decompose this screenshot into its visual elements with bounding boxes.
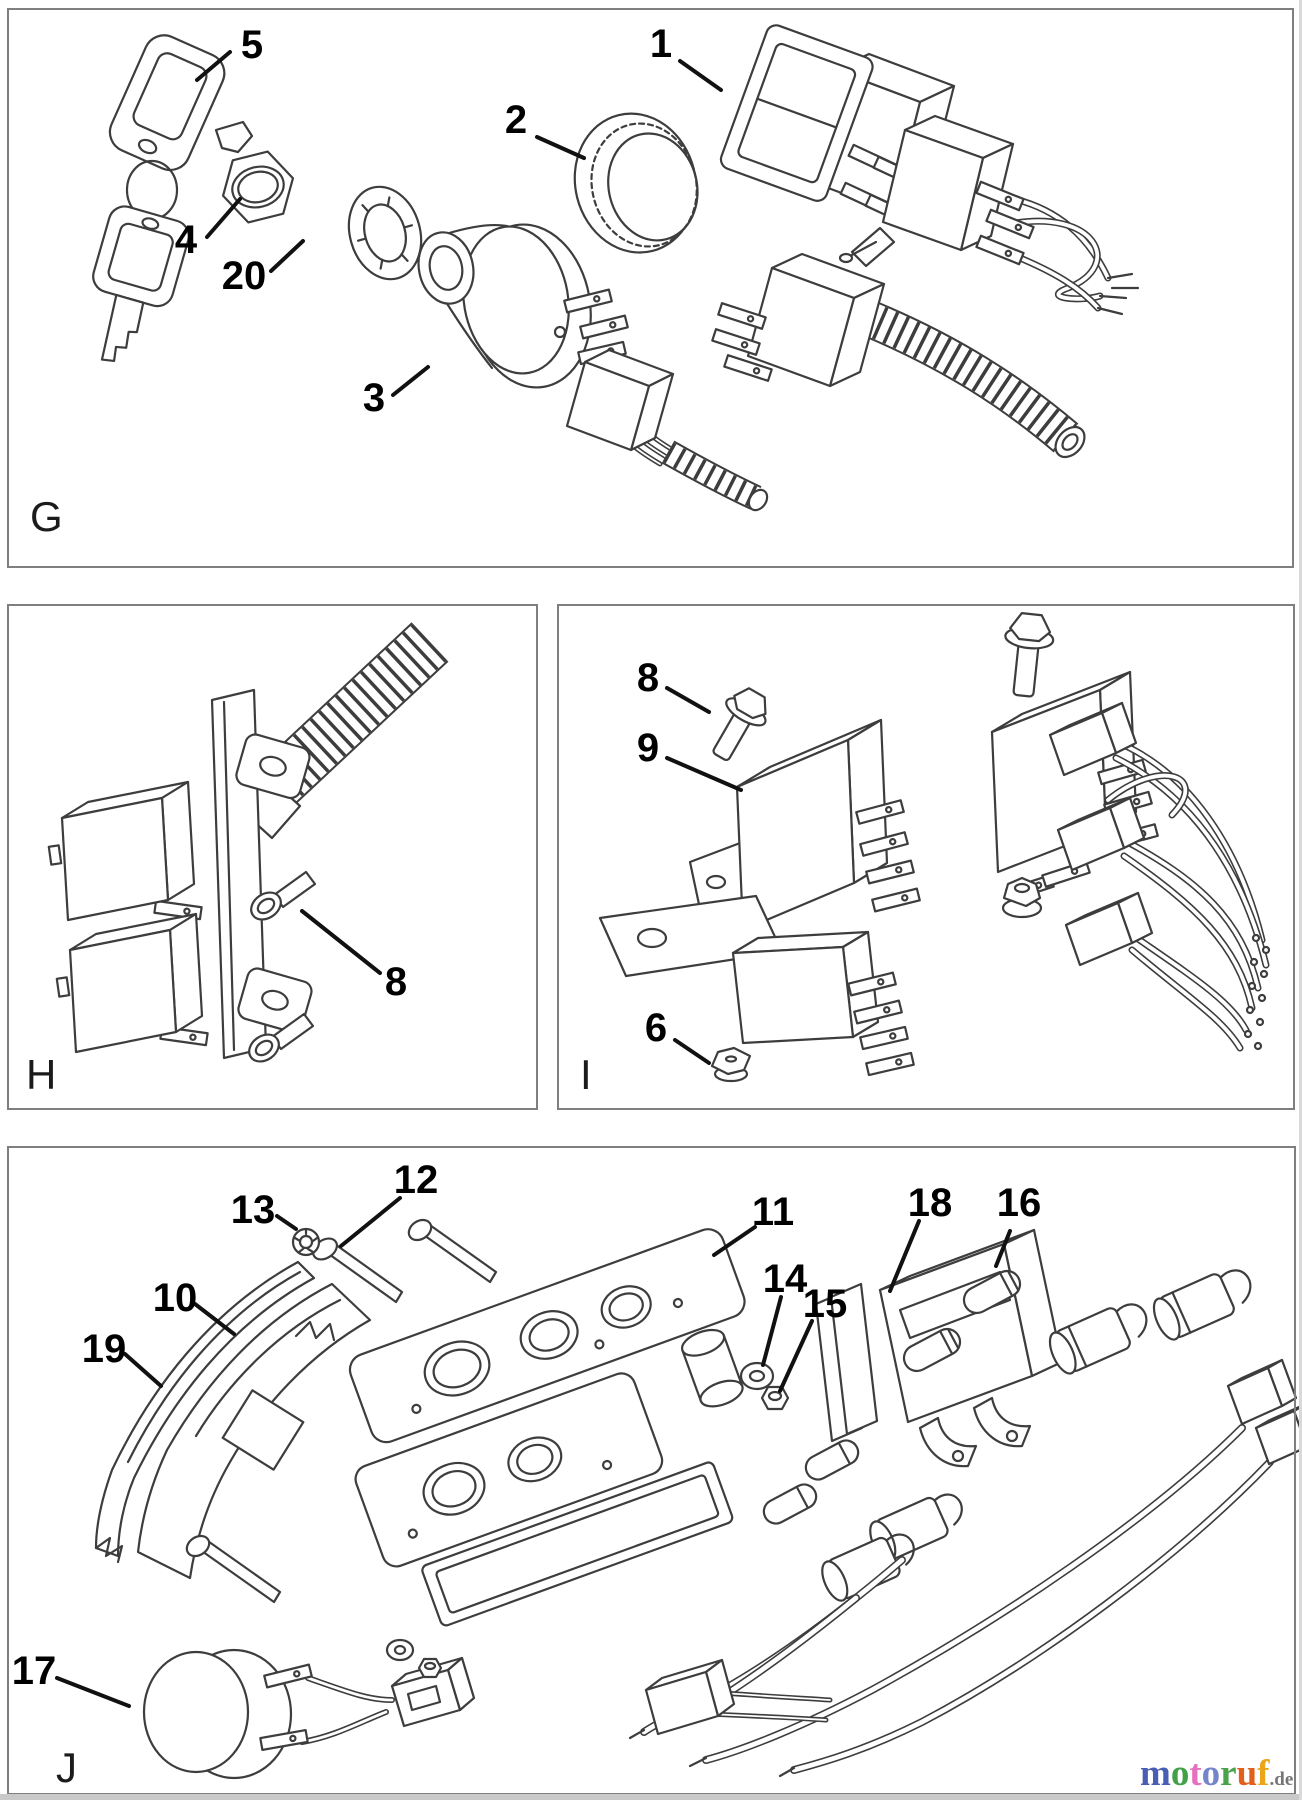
prong-connector xyxy=(644,1658,833,1736)
wire-harness xyxy=(1048,701,1271,1052)
lock-washer xyxy=(347,185,423,281)
callout-leader-i-9 xyxy=(665,756,743,792)
bottom-edge-bar xyxy=(0,1794,1302,1800)
key-set xyxy=(92,34,254,363)
panel-g-border xyxy=(7,8,1294,568)
bulb-16-b xyxy=(902,1327,962,1373)
washer-14 xyxy=(739,1361,775,1391)
callout-leader-i-8 xyxy=(665,686,711,714)
callout-leader-j-13 xyxy=(275,1214,298,1231)
callout-leader-j-10 xyxy=(193,1302,236,1336)
callout-leader-j-14 xyxy=(761,1295,783,1367)
console-housing-11 xyxy=(348,1228,746,1627)
callout-number-j-19: 19 xyxy=(82,1327,127,1371)
bulb-socket-b xyxy=(1152,1269,1252,1341)
motoruf-logo: motoruf.de xyxy=(1140,1753,1293,1794)
panel-i-art xyxy=(598,612,1271,1083)
callout-number-g-20: 20 xyxy=(222,254,267,298)
key-blade-folded xyxy=(214,120,254,154)
panel-h-art xyxy=(47,622,449,1063)
washer-nut-middle xyxy=(385,1638,443,1679)
callout-leader-g-20 xyxy=(269,239,305,273)
bolt-lower xyxy=(248,1012,315,1063)
relay-lower xyxy=(598,894,915,1077)
callout-number-i-9: 9 xyxy=(637,726,659,770)
bulb-lower-a xyxy=(804,1439,860,1481)
callout-leader-j-11 xyxy=(712,1225,757,1257)
flange-nut-middle xyxy=(1001,876,1043,919)
bulb-lower-b xyxy=(762,1483,818,1525)
callout-number-g-5: 5 xyxy=(241,23,263,67)
right-edge-bar xyxy=(1299,0,1302,1800)
flange-bolt-8 xyxy=(712,687,767,762)
callout-number-j-16: 16 xyxy=(997,1181,1042,1225)
callout-number-j-10: 10 xyxy=(153,1276,198,1320)
callout-number-j-15: 15 xyxy=(803,1282,848,1326)
relay-with-wires xyxy=(838,114,1140,316)
callout-number-i-6: 6 xyxy=(645,1006,667,1050)
callout-leader-j-12 xyxy=(339,1196,402,1248)
interlock-module-lower xyxy=(68,912,204,1054)
panel-j-letter: J xyxy=(56,1744,77,1791)
screw-bottom-left xyxy=(185,1534,282,1604)
bulb-socket-lower-b xyxy=(821,1533,915,1602)
callout-number-g-4: 4 xyxy=(175,218,198,262)
callout-number-g-1: 1 xyxy=(650,22,672,66)
callout-number-j-17: 17 xyxy=(12,1649,57,1693)
console-bezel-19 xyxy=(94,1260,316,1564)
panel-h-letter: H xyxy=(26,1051,56,1098)
panel-g-letter: G xyxy=(30,493,63,540)
panel-g-annotations: G 5 2 1 4 20 3 xyxy=(7,8,1294,568)
callout-leader-g-2 xyxy=(535,135,586,160)
callout-leader-j-19 xyxy=(123,1352,163,1388)
grommet xyxy=(573,112,699,254)
console-wire-harness xyxy=(628,1358,1302,1778)
bolt-upper xyxy=(250,870,317,921)
callout-number-j-13: 13 xyxy=(231,1188,276,1232)
callout-leader-g-1 xyxy=(678,59,723,92)
callout-number-g-2: 2 xyxy=(505,98,527,142)
callout-leader-j-15 xyxy=(778,1319,814,1393)
callout-leader-j-17 xyxy=(55,1676,131,1708)
callout-number-i-8: 8 xyxy=(637,656,659,700)
callout-number-j-12: 12 xyxy=(394,1158,439,1202)
callout-leader-g-4 xyxy=(205,197,242,239)
star-washer-13 xyxy=(291,1227,321,1257)
panel-i-letter: I xyxy=(580,1051,592,1098)
callout-leader-g-3 xyxy=(391,365,430,397)
callout-leader-h-8 xyxy=(300,909,382,975)
callout-leader-j-16 xyxy=(994,1229,1012,1268)
panel-i-annotations: I 8 9 6 xyxy=(557,604,1295,1110)
ignition-switch xyxy=(417,223,643,390)
panel-h-annotations: H8 xyxy=(7,604,538,1110)
hex-nut xyxy=(221,150,295,224)
callout-number-j-18: 18 xyxy=(908,1181,953,1225)
bulb-16-a xyxy=(962,1269,1022,1315)
screw-12-b xyxy=(407,1218,498,1284)
bulb-socket-a xyxy=(1048,1303,1148,1375)
callout-number-j-14: 14 xyxy=(763,1257,808,1301)
callout-leader-i-6 xyxy=(673,1038,711,1065)
bracket-assembly xyxy=(47,688,313,1060)
callout-leader-j-18 xyxy=(888,1219,921,1293)
nut-15 xyxy=(760,1385,790,1411)
callout-number-j-11: 11 xyxy=(752,1190,794,1234)
callout-leader-g-5 xyxy=(195,50,232,82)
flange-nut-6 xyxy=(710,1046,752,1083)
flange-bolt-top xyxy=(1004,612,1055,698)
connector-with-conduit xyxy=(565,348,769,512)
panel-i-border xyxy=(557,604,1295,1110)
interlock-module-upper xyxy=(60,780,196,922)
callout-number-h-8: 8 xyxy=(385,960,407,1004)
panel-h-border xyxy=(7,604,538,1110)
wire-ends xyxy=(1243,933,1271,1051)
panel-j-art xyxy=(94,1218,1302,1780)
panel-g-art xyxy=(92,24,1140,512)
console-cover-10 xyxy=(136,1282,372,1580)
relay-with-conduit xyxy=(711,252,1086,459)
callout-number-g-3: 3 xyxy=(363,376,385,420)
